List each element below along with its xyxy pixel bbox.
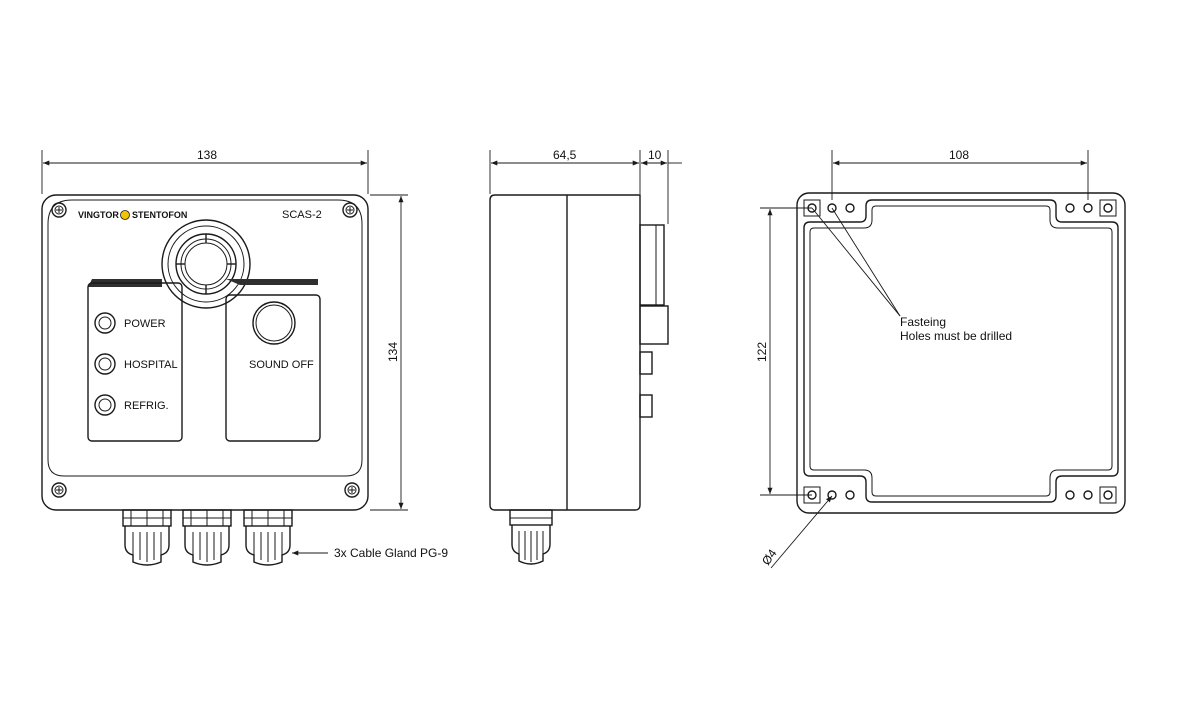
- indicator-led-icon: [94, 312, 116, 334]
- screw-icon: [51, 482, 67, 498]
- fastening-hole-icon: [1065, 486, 1117, 504]
- button-panel: [225, 294, 321, 442]
- cable-gland-icon: [243, 509, 293, 566]
- indicator-panel: [87, 282, 183, 442]
- side-protrusion: [639, 351, 653, 375]
- sound-off-button-icon: [252, 301, 296, 345]
- cable-gland-icon: [509, 509, 553, 565]
- brand-left-text: VINGTOR: [78, 210, 119, 220]
- screw-icon: [344, 482, 360, 498]
- indicator-label-hospital: HOSPITAL: [124, 359, 178, 371]
- back-width-dimension: 108: [949, 148, 969, 162]
- front-width-dimension: 138: [197, 148, 217, 162]
- model-label: SCAS-2: [282, 209, 322, 221]
- fastening-label-line1: Fasteing: [900, 315, 946, 329]
- side-view: 64,5 10: [489, 148, 682, 565]
- cable-gland-icon: [122, 509, 172, 566]
- side-housing-outline: [489, 194, 641, 511]
- side-buzzer-protrusion: [639, 224, 665, 306]
- indicator-label-power: POWER: [124, 318, 166, 330]
- front-height-dimension: 134: [386, 342, 400, 362]
- panel-shade: [226, 279, 318, 285]
- front-view: VINGTOR STENTOFON SCAS-2 POWER HOS: [41, 148, 448, 566]
- side-extra-dimension: 10: [648, 148, 662, 162]
- brand-right-text: STENTOFON: [132, 210, 187, 220]
- fastening-leader: [811, 207, 901, 317]
- front-housing-outline: [41, 194, 369, 511]
- cable-gland-icon: [182, 509, 232, 566]
- screw-icon: [51, 202, 67, 218]
- side-protrusion: [639, 394, 653, 418]
- back-height-dimension: 122: [755, 342, 769, 362]
- indicator-led-icon: [94, 394, 116, 416]
- screw-icon: [342, 202, 358, 218]
- fastening-hole-icon: [1065, 199, 1117, 217]
- front-lid-outline: [47, 199, 363, 477]
- logo-icon: [120, 210, 130, 220]
- fastening-label-line2: Holes must be drilled: [900, 329, 1012, 343]
- diameter-leader: [770, 495, 833, 569]
- cable-gland-label: 3x Cable Gland PG-9: [334, 546, 448, 560]
- indicator-label-refrig: REFRIG.: [124, 400, 169, 412]
- back-housing-outline: [796, 192, 1126, 514]
- back-inner-groove-secondary: [809, 205, 1113, 497]
- buzzer-icon: [161, 219, 251, 309]
- hole-diameter-dimension: Ø4: [759, 546, 780, 567]
- side-button-protrusion: [639, 305, 669, 345]
- back-view: Fasteing Holes must be drilled Ø4 108 12…: [755, 148, 1126, 569]
- sound-off-label: SOUND OFF: [249, 359, 314, 371]
- fastening-leader: [831, 207, 901, 317]
- indicator-led-icon: [94, 353, 116, 375]
- side-depth-dimension: 64,5: [553, 148, 577, 162]
- back-inner-groove: [803, 199, 1119, 503]
